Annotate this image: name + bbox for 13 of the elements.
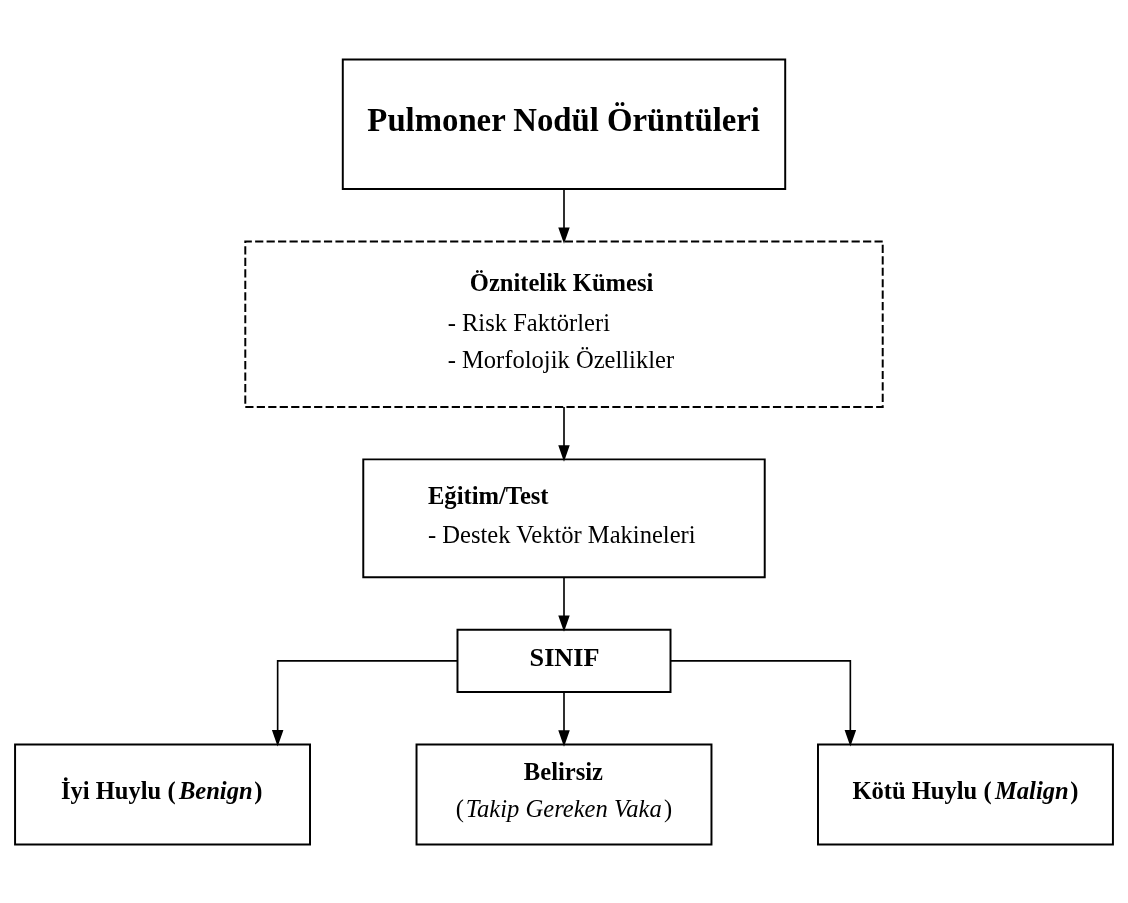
arrow <box>558 691 570 747</box>
node-box: İyi Huylu (Benign) <box>14 743 311 845</box>
node-box: SINIF <box>456 628 672 693</box>
arrow <box>669 659 857 746</box>
arrow <box>558 187 570 244</box>
node-box: Belirsiz (Takip Gereken Vaka) <box>415 743 713 845</box>
arrow <box>558 405 570 462</box>
node-box: Kötü Huylu (Malign) <box>817 743 1114 845</box>
node-box: Pulmoner Nodül Örüntüleri <box>341 58 787 190</box>
node-box: Öznitelik Kümesi - Risk Faktörleri - Morfolojik Özellikler <box>244 239 884 408</box>
arrow <box>558 576 570 632</box>
node-box: Eğitim/Test - Destek Vektör Makineleri <box>362 457 766 578</box>
arrow <box>271 659 459 746</box>
